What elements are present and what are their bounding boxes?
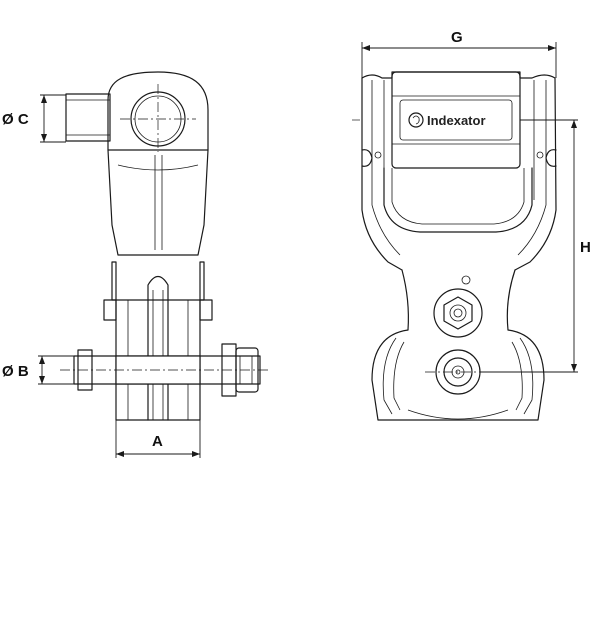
dimension-g: G	[361, 29, 557, 78]
upper-bolt-washer	[433, 288, 483, 338]
front-neck	[401, 269, 409, 331]
top-housing	[107, 71, 209, 151]
dimension-h-label: H	[580, 239, 591, 256]
side-view	[60, 71, 270, 421]
dimension-g-label: G	[451, 29, 463, 46]
dimension-c-label: Ø C	[2, 111, 29, 128]
indexator-logo-icon	[408, 112, 424, 128]
dimension-c: Ø C	[2, 94, 66, 143]
dimension-b: Ø B	[2, 355, 74, 385]
dimension-h: H	[480, 119, 591, 373]
front-lower-body	[371, 329, 545, 421]
side-flange	[111, 261, 205, 301]
dimension-b-label: Ø B	[2, 363, 29, 380]
front-view: Indexator	[352, 71, 557, 421]
dimension-a: A	[115, 420, 201, 458]
indexator-logo: Indexator	[408, 112, 486, 128]
center-slot	[147, 275, 169, 421]
front-outer-frame	[361, 71, 557, 271]
upper-bolt-hex	[443, 296, 473, 330]
side-body	[107, 149, 209, 256]
inner-bail	[383, 167, 533, 233]
dimension-a-label: A	[152, 433, 163, 450]
top-shaft-stub	[65, 93, 111, 142]
brand-name: Indexator	[427, 113, 486, 128]
